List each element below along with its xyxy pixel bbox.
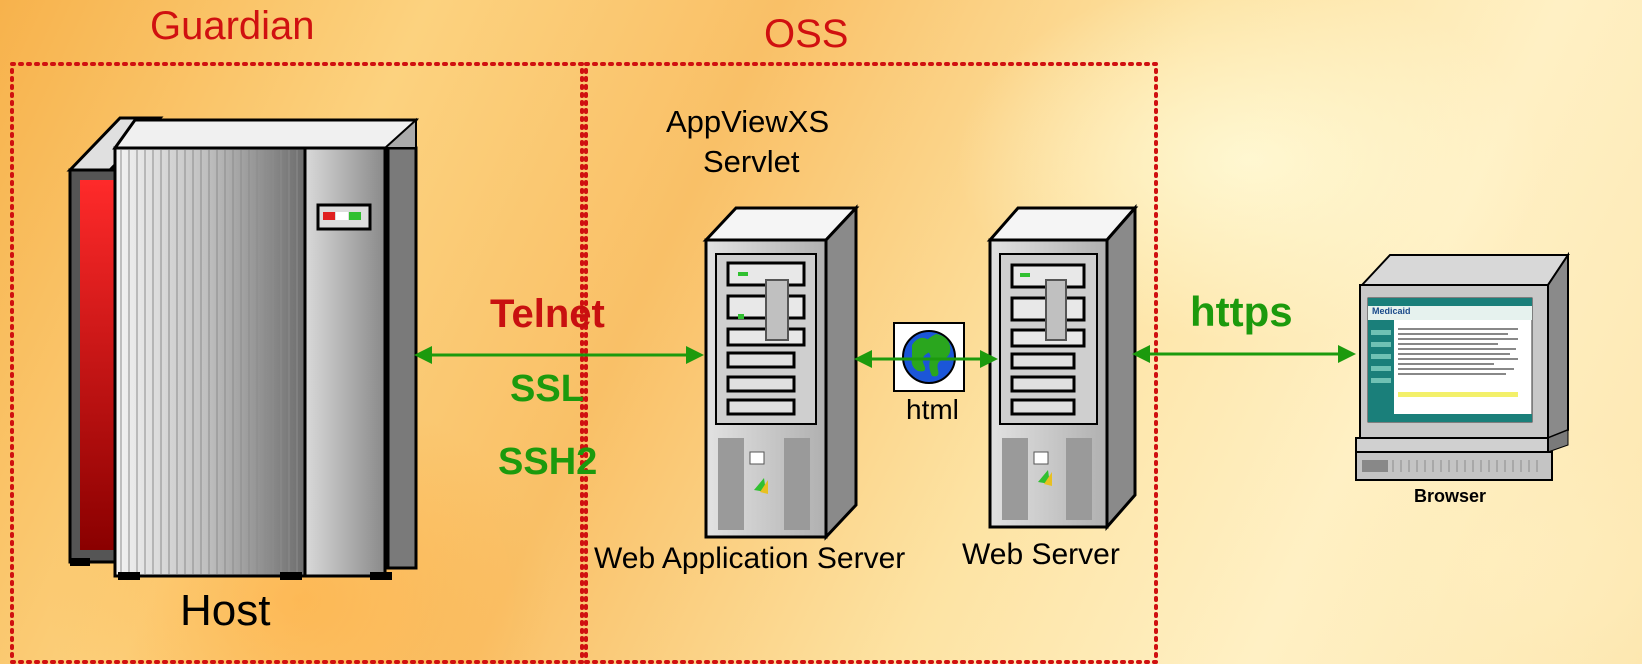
host-mainframe-icon bbox=[66, 116, 419, 580]
ssl-protocol-label: SSL bbox=[510, 368, 584, 410]
telnet-protocol-label: Telnet bbox=[490, 292, 605, 336]
browser-monitor-icon bbox=[1355, 251, 1570, 481]
web-server-icon bbox=[986, 204, 1139, 531]
screen-brand-text: Medicaid bbox=[1372, 306, 1411, 316]
servlet-label-line1: AppViewXS bbox=[666, 104, 830, 139]
browser-label: Browser bbox=[1414, 486, 1487, 506]
html-label: html bbox=[906, 394, 959, 425]
guardian-region-label: Guardian bbox=[150, 4, 315, 48]
oss-region-label: OSS bbox=[764, 12, 849, 56]
https-protocol-label: https bbox=[1190, 288, 1293, 335]
arrows bbox=[414, 345, 1356, 368]
html-globe-icon bbox=[893, 322, 965, 392]
web-app-server-label: Web Application Server bbox=[594, 542, 906, 575]
web-application-server-icon bbox=[702, 204, 860, 541]
host-label: Host bbox=[180, 586, 271, 635]
servlet-label-line2: Servlet bbox=[703, 144, 800, 179]
web-server-label: Web Server bbox=[962, 538, 1120, 571]
ssh2-protocol-label: SSH2 bbox=[498, 441, 598, 483]
